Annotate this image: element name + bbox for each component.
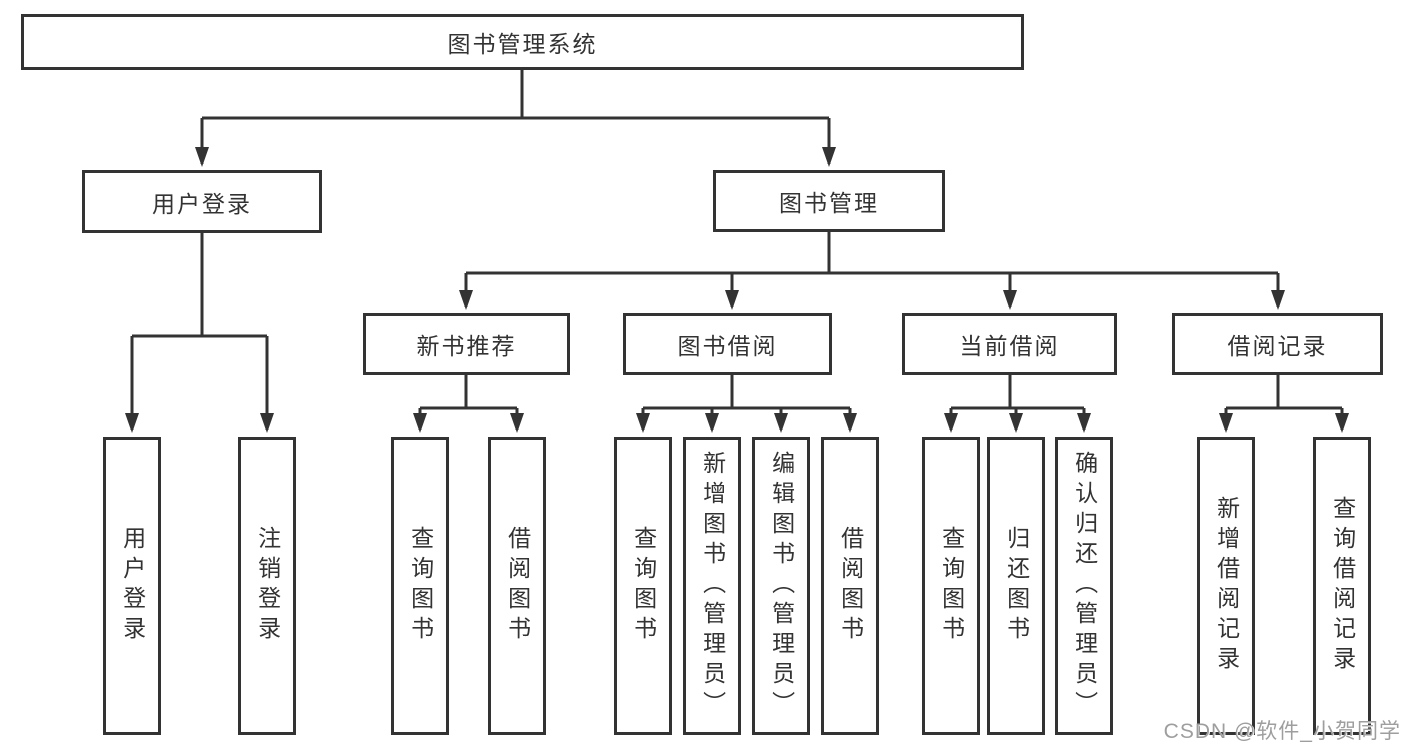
leaf-label: 查询图书 xyxy=(938,526,965,646)
branch-book-borrow: 图书借阅 xyxy=(623,313,832,375)
leaf-user-login: 用户登录 xyxy=(103,437,161,735)
branch-current-borrow: 当前借阅 xyxy=(902,313,1117,375)
branch-new-book-recommend: 新书推荐 xyxy=(363,313,570,375)
leaf-label: 确认归还（管理员） xyxy=(1071,451,1098,721)
leaf-borrow-book-recommend: 借阅图书 xyxy=(488,437,546,735)
leaf-label: 借阅图书 xyxy=(837,526,864,646)
leaf-label: 借阅图书 xyxy=(504,526,531,646)
leaf-query-book-current: 查询图书 xyxy=(922,437,980,735)
leaf-query-book-recommend: 查询图书 xyxy=(391,437,449,735)
leaf-query-book-borrow: 查询图书 xyxy=(614,437,672,735)
leaf-label: 注销登录 xyxy=(254,526,281,646)
leaf-query-borrow-record: 查询借阅记录 xyxy=(1313,437,1371,735)
branch-user-login: 用户登录 xyxy=(82,170,322,233)
branch-borrow-record: 借阅记录 xyxy=(1172,313,1383,375)
leaf-label: 归还图书 xyxy=(1003,526,1030,646)
leaf-label: 查询借阅记录 xyxy=(1329,496,1356,676)
leaf-label: 查询图书 xyxy=(630,526,657,646)
branch-book-management: 图书管理 xyxy=(713,170,945,232)
root-box-library-system: 图书管理系统 xyxy=(21,14,1024,70)
leaf-logout: 注销登录 xyxy=(238,437,296,735)
leaf-add-borrow-record: 新增借阅记录 xyxy=(1197,437,1255,735)
leaf-return-book: 归还图书 xyxy=(987,437,1045,735)
leaf-borrow-book: 借阅图书 xyxy=(821,437,879,735)
leaf-confirm-return-admin: 确认归还（管理员） xyxy=(1055,437,1113,735)
leaf-label: 编辑图书（管理员） xyxy=(768,451,795,721)
leaf-label: 用户登录 xyxy=(119,526,146,646)
leaf-label: 查询图书 xyxy=(407,526,434,646)
leaf-label: 新增借阅记录 xyxy=(1213,496,1240,676)
leaf-add-book-admin: 新增图书（管理员） xyxy=(683,437,741,735)
leaf-label: 新增图书（管理员） xyxy=(699,451,726,721)
leaf-edit-book-admin: 编辑图书（管理员） xyxy=(752,437,810,735)
